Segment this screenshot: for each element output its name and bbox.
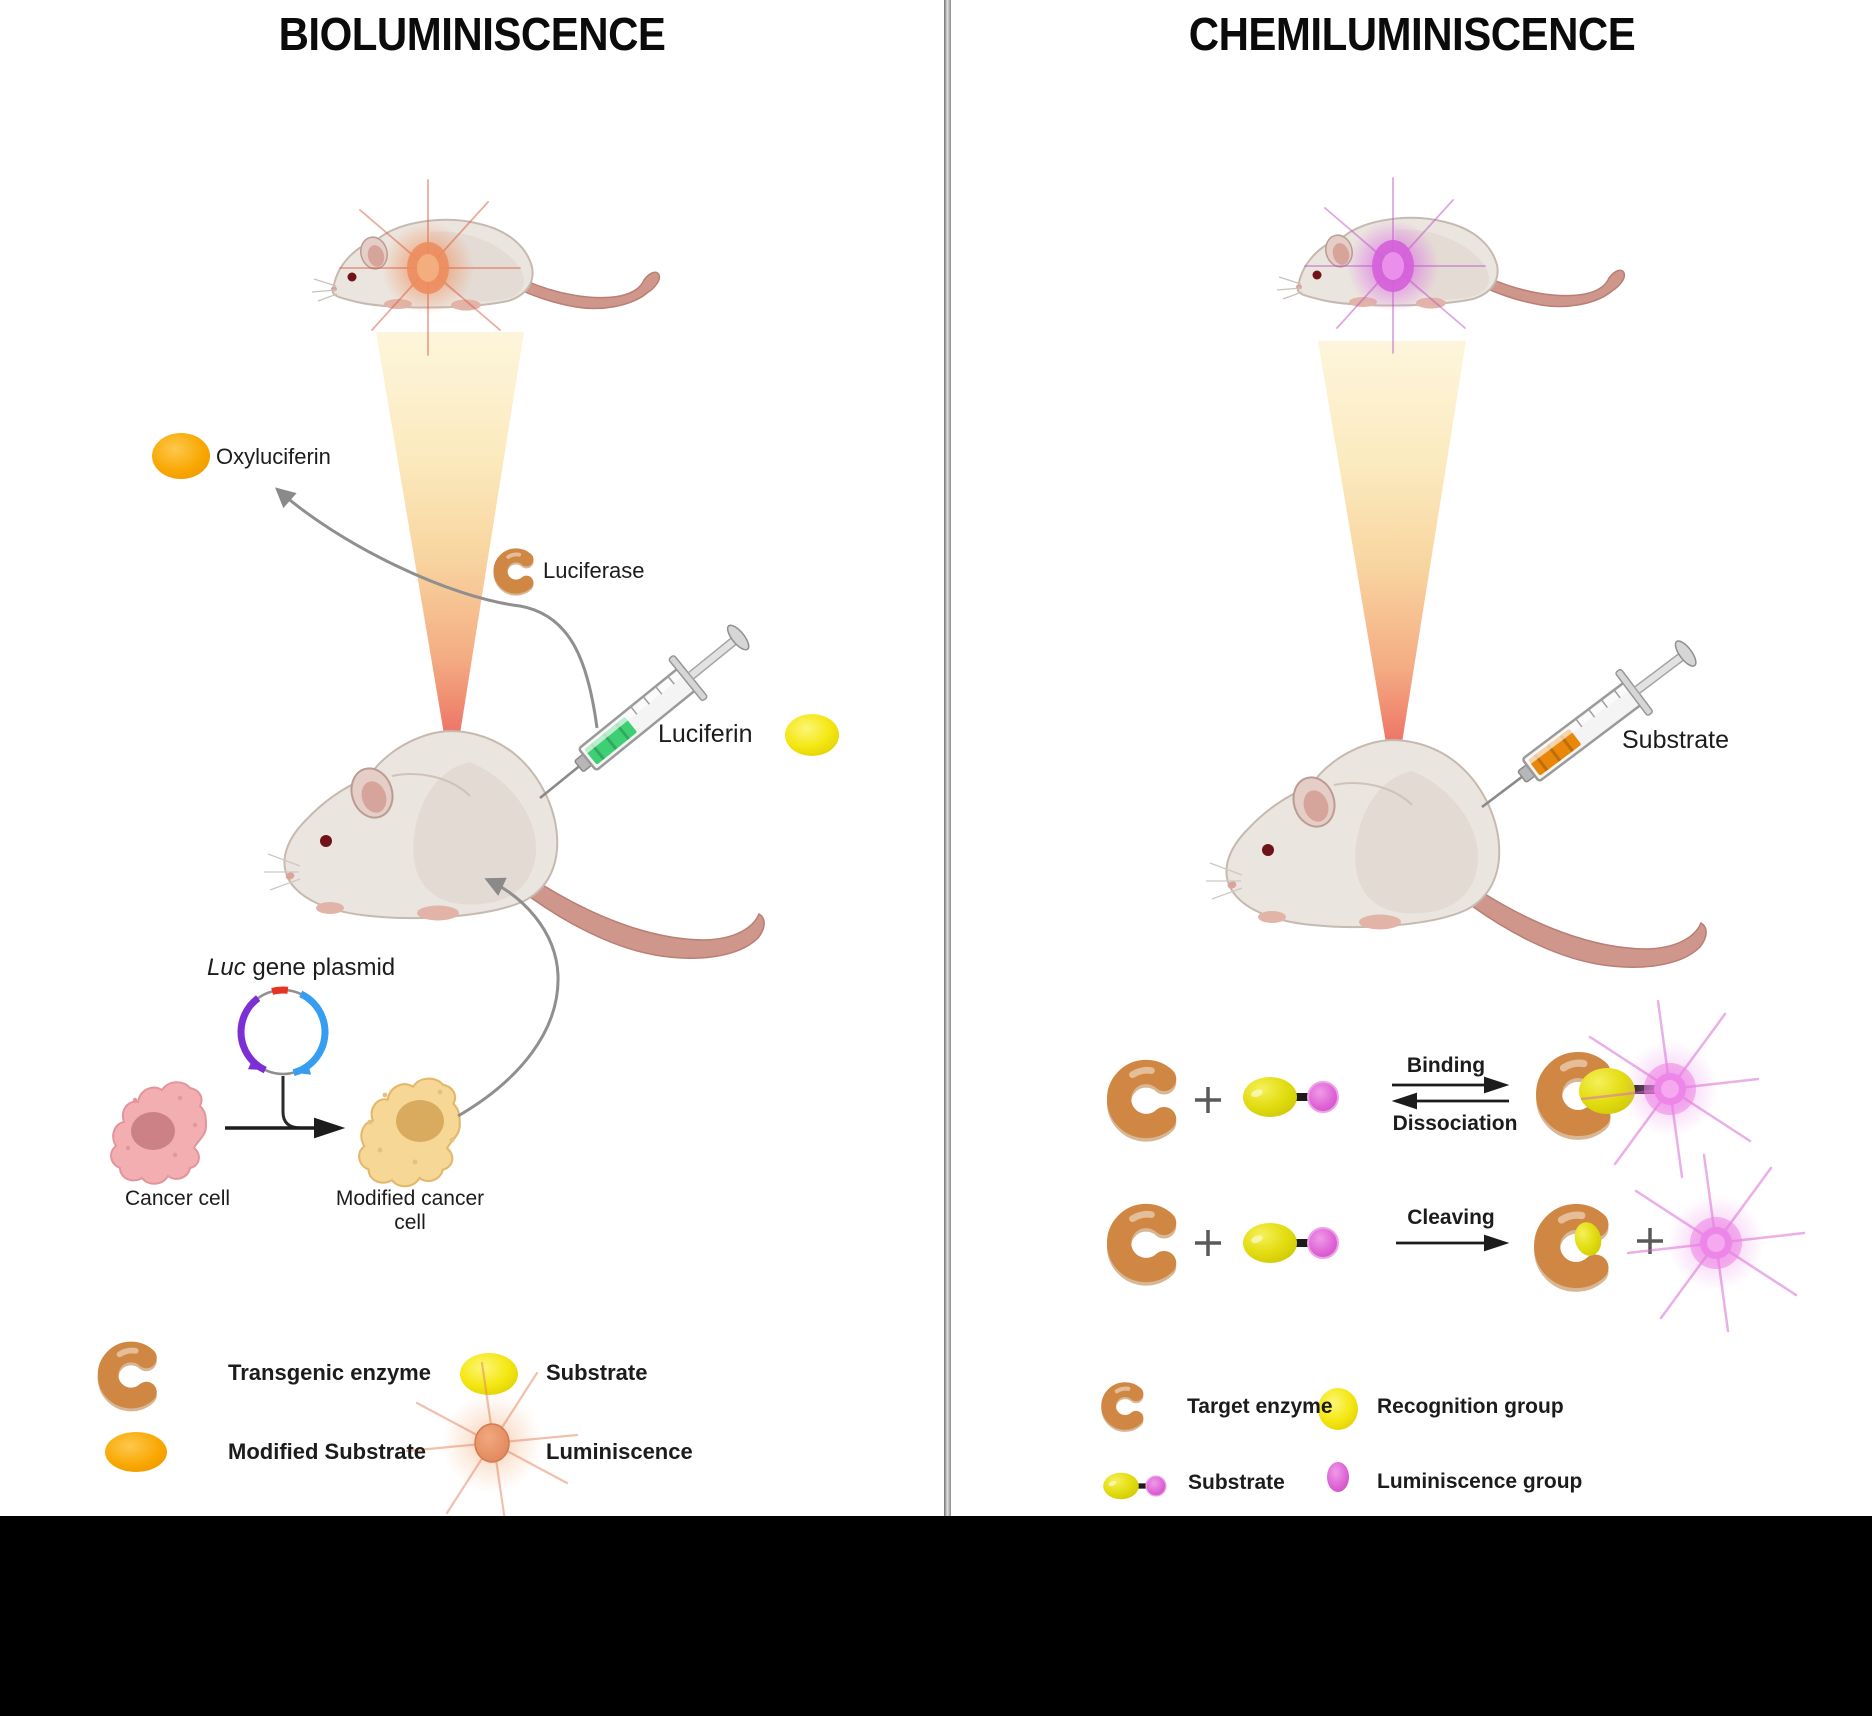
substrate-syringe-label: Substrate (1622, 726, 1730, 754)
legend-label-recognition-group: Recognition group (1377, 1395, 1564, 1418)
cleaving-label: Cleaving (1407, 1206, 1495, 1229)
mouse-top-right (1276, 216, 1626, 310)
luciferase-label: Luciferase (543, 558, 645, 583)
binding-label: Binding (1406, 1054, 1486, 1077)
chemiluminescence-panel (1102, 177, 1806, 1500)
oxyluciferin-ball (152, 433, 210, 479)
luciferase-enzyme (500, 554, 526, 588)
modified-cancer-cell (358, 1077, 461, 1188)
substrate-dumbbell-1 (1242, 1076, 1339, 1118)
arrow-cell-to-mouse (457, 877, 560, 1118)
plasmid-label-gene: Luc (207, 954, 246, 981)
legend-label-modified-substrate: Modified Substrate (228, 1439, 427, 1464)
luciferin-ball (785, 714, 839, 756)
substrate-dumbbell-2 (1242, 1222, 1339, 1264)
bioluminescence-glow (339, 179, 521, 356)
target-enzyme-2 (1119, 1214, 1164, 1273)
chemiluminescence-glow (1304, 177, 1486, 354)
modified-substrate-ball-icon (105, 1432, 167, 1472)
dissociation-label: Dissociation (1392, 1112, 1518, 1135)
light-beam-left (376, 332, 524, 740)
oxyluciferin-label: Oxyluciferin (216, 444, 331, 469)
luc-gene-plasmid (237, 986, 329, 1078)
luciferin-label: Luciferin (658, 720, 753, 748)
transgenic-enzyme-icon (108, 1351, 146, 1401)
bound-complex (1549, 999, 1760, 1179)
luminiscence-group-ball-icon (1327, 1462, 1349, 1492)
mouse-top-left (311, 218, 661, 312)
cleaving-reaction-row (1119, 1153, 1806, 1333)
target-enzyme-icon (1109, 1389, 1136, 1425)
cancer-cell (110, 1081, 207, 1185)
arrow-to-oxyluciferin (275, 487, 599, 729)
substrate-dumbbell-icon (1102, 1472, 1167, 1500)
mouse-bottom-right (1205, 739, 1708, 969)
recognition-group-ball-icon (1318, 1388, 1358, 1430)
mouse-bottom-left (263, 730, 766, 960)
legend-label-substrate-right: Substrate (1188, 1471, 1285, 1494)
panel-divider (944, 0, 951, 1516)
modified-cancer-cell-label: Modified cancer cell (335, 1187, 485, 1235)
plus-icon (1195, 1230, 1221, 1256)
legend-label-transgenic-enzyme: Transgenic enzyme (228, 1360, 431, 1385)
cleaved-complex (1547, 1215, 1605, 1279)
cancer-cell-label: Cancer cell (125, 1187, 231, 1210)
released-luminiscence-burst (1626, 1153, 1806, 1333)
syringe-luciferin (521, 611, 762, 821)
binding-reaction-row (1119, 999, 1760, 1179)
legend-label-target-enzyme: Target enzyme (1187, 1395, 1333, 1418)
right-panel-title: CHEMILUMINISCENCE (1188, 8, 1636, 60)
legend-label-luminiscence: Luminiscence (546, 1439, 693, 1464)
plasmid-connector (281, 1076, 302, 1130)
legend-label-substrate-left: Substrate (546, 1360, 648, 1385)
left-panel-title: BIOLUMINISCENCE (278, 8, 666, 60)
plasmid-label: Luc gene plasmid (207, 954, 396, 981)
light-beam-right (1318, 341, 1466, 749)
bioluminescence-panel (105, 179, 839, 1530)
substrate-ball-icon (460, 1353, 518, 1395)
bottom-black-bar (0, 1516, 1872, 1716)
target-enzyme-1 (1119, 1070, 1164, 1129)
plus-icon (1195, 1087, 1221, 1113)
legend-label-luminiscence-group: Luminiscence group (1377, 1470, 1583, 1493)
